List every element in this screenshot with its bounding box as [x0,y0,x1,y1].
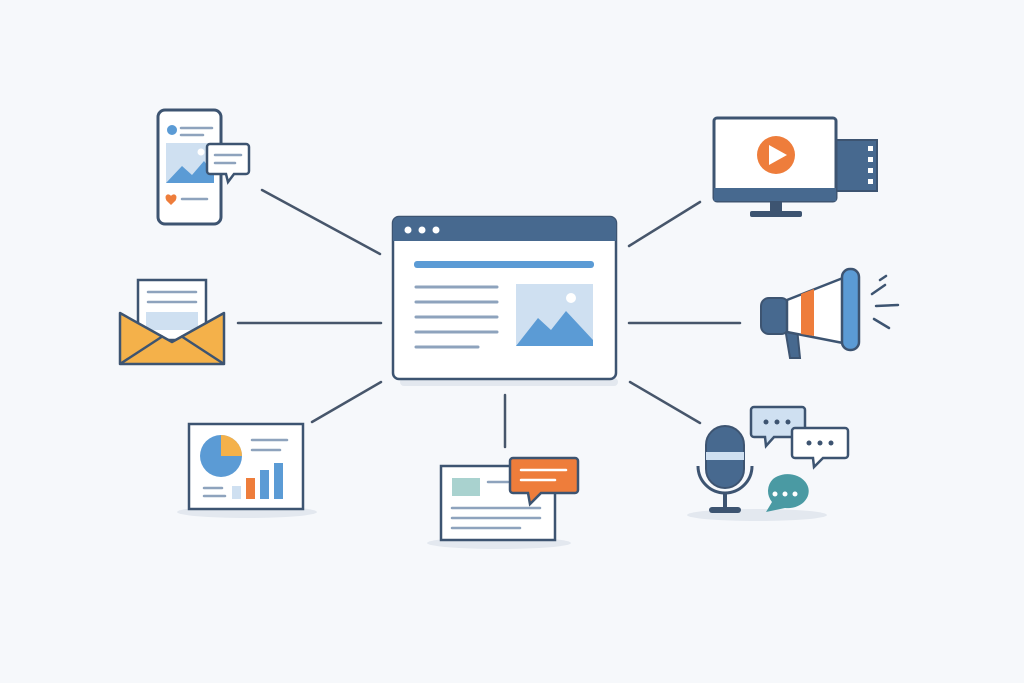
connectors [236,188,742,449]
connector-video [627,200,702,248]
envelope-letter-icon [118,278,226,366]
connector-podcast [628,380,702,425]
microphone-chat-bubbles-icon [687,405,850,521]
article-comment-icon [427,456,580,549]
smartphone-social-post-icon [156,108,251,226]
analytics-dashboard-icon [177,422,317,518]
connector-social-media [260,188,382,256]
monitor-play-video-icon [712,116,878,217]
megaphone-icon [760,267,900,359]
connector-analytics [310,380,383,424]
browser-window-icon [391,215,618,386]
